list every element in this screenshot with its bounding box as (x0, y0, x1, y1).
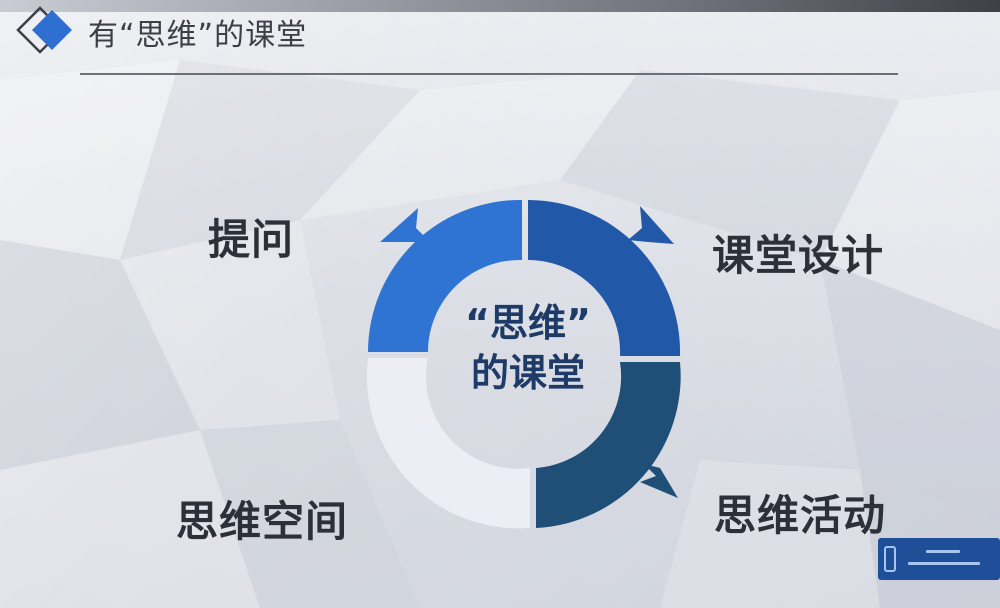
phone-icon (884, 546, 896, 572)
circular-cycle-diagram (366, 199, 681, 529)
label-bottom-right: 思维活动 (714, 491, 887, 540)
title-underline (80, 73, 898, 75)
label-top-left: 提问 (208, 215, 295, 264)
center-label: “思维” 的课堂 (438, 298, 618, 398)
arrow-top-right (628, 206, 674, 244)
segment-bottom-right (536, 362, 681, 528)
center-label-line1: “思维” (465, 301, 591, 345)
badge-text-line (908, 562, 980, 565)
badge-text-line (926, 550, 960, 553)
arrow-top-left (380, 208, 430, 242)
segment-bottom-left (366, 358, 530, 529)
corner-badge (878, 538, 1000, 580)
top-edge-band (0, 0, 1000, 12)
label-top-right: 课堂设计 (712, 231, 885, 280)
segment-top-left (368, 199, 522, 352)
segment-top-right (528, 199, 681, 356)
slide-title: 有“思维”的课堂 (88, 18, 308, 53)
diamond-icon (16, 6, 72, 54)
center-label-line2: 的课堂 (470, 351, 585, 395)
label-bottom-left: 思维空间 (176, 497, 349, 546)
arrow-bottom-right (640, 464, 678, 498)
